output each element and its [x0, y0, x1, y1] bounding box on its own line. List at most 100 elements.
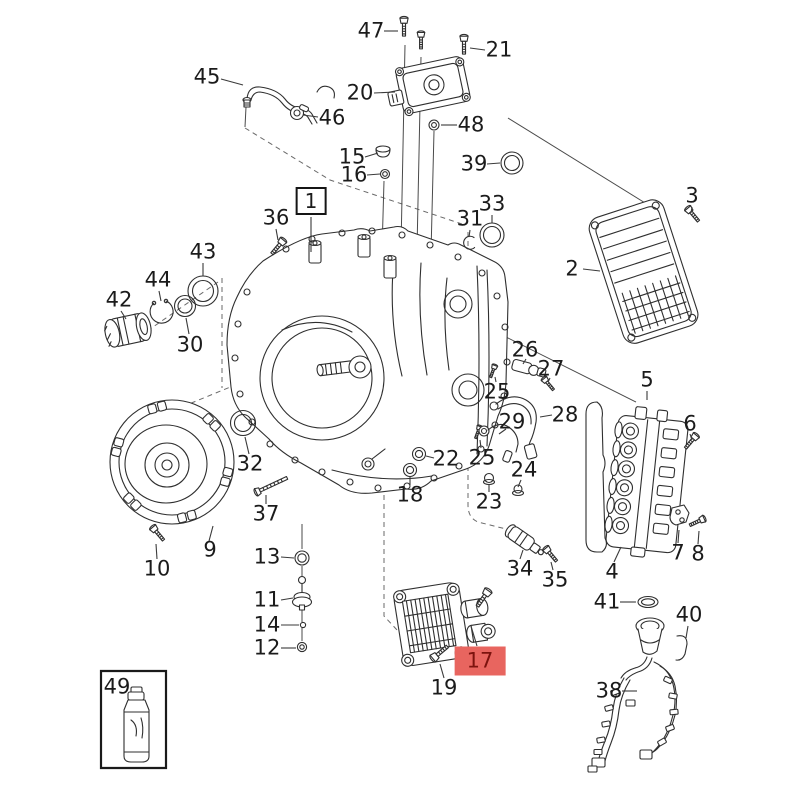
part-label-4[interactable]: 4 — [605, 559, 619, 584]
leader-line-30 — [185, 317, 190, 335]
part-label-12[interactable]: 12 — [253, 635, 281, 660]
part-label-48[interactable]: 48 — [457, 112, 485, 137]
leader-line-22 — [425, 455, 435, 459]
part-label-1[interactable]: 1 — [295, 187, 327, 215]
oil-pipes-drawing — [479, 397, 537, 463]
part-label-20[interactable]: 20 — [346, 80, 374, 105]
control-module-drawing — [383, 54, 472, 119]
leader-line-20 — [373, 91, 396, 94]
part-label-19[interactable]: 19 — [430, 675, 458, 700]
leader-line-24 — [517, 479, 522, 488]
leader-line-3 — [690, 206, 693, 214]
bracket-drawing — [670, 505, 689, 525]
valve-body-drawing — [602, 405, 690, 561]
leader-line-9 — [208, 525, 214, 542]
part-label-17[interactable]: 17 — [454, 646, 506, 676]
part-label-46[interactable]: 46 — [318, 105, 346, 130]
leader-line-31 — [468, 229, 471, 238]
oil-pan-drawing — [586, 197, 701, 347]
part-label-9[interactable]: 9 — [203, 537, 217, 562]
leader-line-36 — [275, 228, 279, 241]
part-label-21[interactable]: 21 — [485, 37, 513, 62]
part-label-24[interactable]: 24 — [510, 457, 538, 482]
part-label-43[interactable]: 43 — [189, 239, 217, 264]
part-label-35[interactable]: 35 — [541, 567, 569, 592]
coupling-sleeve-drawing — [103, 312, 154, 349]
breather-drawing — [293, 577, 312, 611]
part-label-25[interactable]: 25 — [483, 379, 511, 404]
part-label-10[interactable]: 10 — [143, 556, 171, 581]
leader-line-25 — [494, 376, 497, 383]
part-label-11[interactable]: 11 — [253, 587, 281, 612]
part-label-47[interactable]: 47 — [357, 18, 385, 43]
part-label-31[interactable]: 31 — [456, 206, 484, 231]
leader-line-32 — [244, 436, 250, 455]
leader-line-2 — [582, 268, 601, 272]
part-label-39[interactable]: 39 — [460, 151, 488, 176]
part-label-7[interactable]: 7 — [671, 540, 685, 565]
leader-line-44 — [158, 290, 162, 302]
part-label-32[interactable]: 32 — [236, 451, 264, 476]
part-label-49[interactable]: 49 — [103, 674, 131, 699]
part-label-6[interactable]: 6 — [683, 411, 697, 436]
leader-line-17 — [470, 625, 478, 647]
part-label-5[interactable]: 5 — [640, 367, 654, 392]
leader-line-39 — [486, 162, 501, 165]
fastener-icons — [148, 16, 708, 565]
leader-line-16 — [366, 173, 381, 176]
part-label-34[interactable]: 34 — [506, 556, 534, 581]
filler-funnel-drawing — [621, 618, 687, 680]
part-label-23[interactable]: 23 — [475, 489, 503, 514]
part-label-13[interactable]: 13 — [253, 544, 281, 569]
part-label-37[interactable]: 37 — [252, 501, 280, 526]
part-label-27[interactable]: 27 — [537, 356, 565, 381]
part-label-36[interactable]: 36 — [262, 205, 290, 230]
part-label-40[interactable]: 40 — [675, 602, 703, 627]
housing-bolt-holes — [232, 228, 510, 491]
part-label-14[interactable]: 14 — [253, 612, 281, 637]
part-label-45[interactable]: 45 — [193, 64, 221, 89]
part-label-29[interactable]: 29 — [498, 409, 526, 434]
part-label-30[interactable]: 30 — [176, 332, 204, 357]
leader-line-13 — [280, 556, 295, 559]
fluid-bottle-drawing — [124, 687, 149, 762]
part-label-26[interactable]: 26 — [511, 337, 539, 362]
leader-line-19 — [439, 663, 445, 679]
leader-line-29 — [498, 428, 507, 435]
transmission-housing-drawing — [227, 227, 510, 494]
valve-body-gasket-drawing — [586, 402, 606, 552]
leader-line-7 — [677, 529, 680, 544]
part-label-44[interactable]: 44 — [144, 267, 172, 292]
leader-line-34 — [519, 549, 524, 560]
part-37-stud-icon — [253, 474, 289, 496]
position-sensor-drawing — [511, 359, 547, 378]
part-label-28[interactable]: 28 — [551, 402, 579, 427]
part-label-41[interactable]: 41 — [593, 589, 621, 614]
part-label-8[interactable]: 8 — [691, 541, 705, 566]
leader-line-40 — [685, 625, 689, 639]
torque-converter-drawing — [110, 400, 234, 524]
part-label-42[interactable]: 42 — [105, 287, 133, 312]
leader-line-21 — [469, 47, 486, 51]
oil-pipe-drawing — [243, 86, 334, 124]
part-label-38[interactable]: 38 — [595, 678, 623, 703]
leader-line-46 — [302, 114, 319, 118]
leader-line-15 — [364, 152, 379, 158]
solenoid-drawing — [503, 523, 547, 559]
part-label-25[interactable]: 25 — [468, 445, 496, 470]
leader-line-25 — [479, 439, 482, 449]
part-label-2[interactable]: 2 — [565, 256, 579, 281]
leader-line-4 — [613, 546, 622, 563]
part-label-3[interactable]: 3 — [685, 183, 699, 208]
part-label-15[interactable]: 15 — [338, 144, 366, 169]
part-label-16[interactable]: 16 — [340, 162, 368, 187]
leader-line-28 — [539, 414, 553, 418]
leader-line-42 — [120, 310, 127, 320]
part-label-22[interactable]: 22 — [432, 446, 460, 471]
part-label-18[interactable]: 18 — [396, 482, 424, 507]
leader-line-26 — [522, 358, 527, 365]
part-label-33[interactable]: 33 — [478, 191, 506, 216]
